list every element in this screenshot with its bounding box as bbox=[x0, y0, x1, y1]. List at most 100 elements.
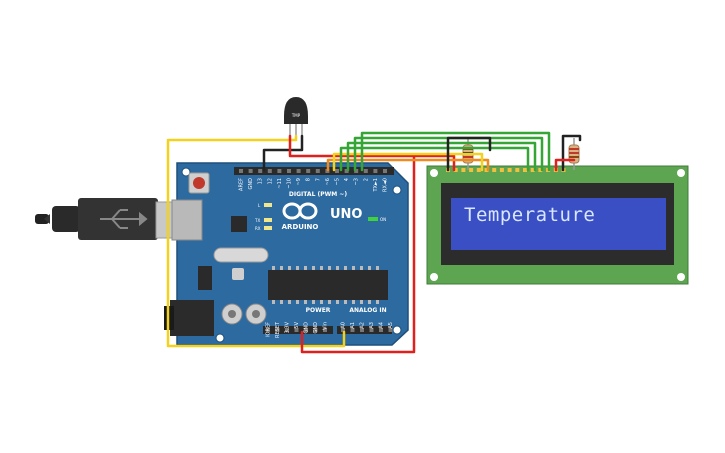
wire-green-d7 bbox=[360, 131, 551, 172]
digital-pin[interactable] bbox=[296, 169, 301, 173]
power-pin[interactable] bbox=[275, 328, 280, 332]
digital-pin-label: 13 bbox=[258, 178, 264, 184]
resistor-backlight[interactable] bbox=[568, 138, 580, 170]
power-label: POWER bbox=[306, 307, 331, 314]
analog-pin-label: A0 bbox=[341, 322, 347, 329]
wire-black-lcd-k bbox=[561, 134, 582, 172]
digital-pin[interactable] bbox=[373, 169, 378, 173]
power-pin[interactable] bbox=[285, 328, 289, 332]
l-label: L bbox=[258, 203, 261, 208]
tx-label: TX bbox=[254, 218, 260, 223]
lcd-16x2-module[interactable]: Temperature bbox=[426, 165, 689, 285]
wires bbox=[166, 131, 582, 354]
analog-pin[interactable] bbox=[369, 328, 374, 332]
power-pin[interactable] bbox=[266, 328, 270, 332]
digital-pin-label: 12 bbox=[267, 178, 273, 184]
lcd-pin[interactable] bbox=[476, 168, 481, 172]
digital-pin[interactable] bbox=[239, 169, 243, 173]
digital-pin[interactable] bbox=[248, 169, 253, 173]
lcd-display-text: Temperature bbox=[464, 204, 595, 226]
analog-pin-label: A4 bbox=[379, 322, 385, 329]
usb-icon bbox=[100, 209, 148, 229]
power-pin[interactable] bbox=[313, 328, 318, 332]
wire-green-d4 bbox=[339, 146, 530, 172]
lcd-pin[interactable] bbox=[484, 168, 489, 172]
logo-text: UNO bbox=[330, 207, 363, 222]
small-component bbox=[232, 268, 244, 280]
rx-label: RX bbox=[255, 226, 261, 231]
power-pin[interactable] bbox=[323, 328, 327, 332]
digital-pin[interactable] bbox=[363, 169, 368, 173]
digital-pin-label: TX►1 bbox=[373, 178, 379, 193]
wire-red-sensor-vcc bbox=[288, 134, 456, 172]
digital-pin[interactable] bbox=[383, 169, 387, 173]
lcd-pin[interactable] bbox=[523, 168, 527, 172]
lcd-pin[interactable] bbox=[461, 168, 466, 172]
analog-pin[interactable] bbox=[350, 328, 355, 332]
usb-cable-end bbox=[35, 214, 49, 224]
tmp-temperature-sensor[interactable]: TMP bbox=[284, 97, 308, 136]
analog-pin-label: A3 bbox=[369, 322, 375, 329]
digital-pin[interactable] bbox=[267, 169, 272, 173]
digital-pin[interactable] bbox=[344, 169, 349, 173]
digital-pin-label: AREF bbox=[239, 178, 245, 191]
analog-pin[interactable] bbox=[341, 328, 345, 332]
usb-chip bbox=[231, 216, 247, 232]
digital-pin[interactable] bbox=[277, 169, 282, 173]
usb-port bbox=[171, 199, 203, 241]
lcd-pin[interactable] bbox=[499, 168, 504, 172]
on-label: ON bbox=[380, 217, 386, 222]
digital-pin-label: ~5 bbox=[335, 178, 341, 185]
analog-header bbox=[337, 326, 392, 334]
brand-text: ARDUINO bbox=[282, 223, 319, 231]
digital-pin[interactable] bbox=[354, 169, 359, 173]
analog-pin[interactable] bbox=[360, 328, 364, 332]
arduino-logo-icon bbox=[282, 202, 318, 220]
digital-pin-label: ~9 bbox=[296, 178, 302, 185]
wire-red-lcd-a bbox=[554, 158, 576, 172]
digital-pin-label: 7 bbox=[315, 178, 321, 181]
digital-pin[interactable] bbox=[335, 169, 339, 173]
digital-label: DIGITAL (PWM ~) bbox=[289, 191, 347, 198]
power-pin-label: 3.3V bbox=[285, 321, 291, 333]
lcd-pin[interactable] bbox=[492, 168, 497, 172]
lcd-pin[interactable] bbox=[538, 168, 543, 172]
lcd-pin[interactable] bbox=[530, 168, 535, 172]
power-pin-label: 5V bbox=[294, 321, 300, 328]
lcd-pin[interactable] bbox=[507, 168, 512, 172]
digital-pin-label: ~3 bbox=[354, 178, 360, 185]
power-pin[interactable] bbox=[304, 328, 308, 332]
digital-pin-label: RX◄0 bbox=[383, 178, 389, 192]
wire-black-lcd-gnd bbox=[446, 136, 492, 172]
analog-pin[interactable] bbox=[388, 328, 393, 332]
analog-pin[interactable] bbox=[379, 328, 383, 332]
analog-pin-label: A5 bbox=[388, 322, 394, 329]
analog-pin-label: A1 bbox=[350, 322, 356, 329]
digital-pin-label: ~6 bbox=[325, 178, 331, 185]
tx-led bbox=[264, 218, 272, 222]
power-pin-label: GND bbox=[304, 322, 310, 334]
sensor-label: TMP bbox=[291, 113, 301, 118]
digital-pin-label: 8 bbox=[306, 178, 312, 181]
digital-pin[interactable] bbox=[287, 169, 291, 173]
power-pin-label: Vin bbox=[323, 322, 329, 330]
digital-pin[interactable] bbox=[306, 169, 311, 173]
lcd-pin[interactable] bbox=[515, 168, 520, 172]
lcd-pin[interactable] bbox=[469, 168, 474, 172]
lcd-pin[interactable] bbox=[453, 168, 458, 172]
digital-pin[interactable] bbox=[315, 169, 320, 173]
digital-pin[interactable] bbox=[258, 169, 263, 173]
power-pin[interactable] bbox=[294, 328, 299, 332]
digital-pin-label: 4 bbox=[344, 178, 350, 181]
digital-header bbox=[234, 167, 394, 175]
wire-red-power bbox=[300, 154, 416, 354]
usb-cable bbox=[35, 198, 185, 240]
digital-pin-label: 2 bbox=[363, 178, 369, 181]
power-jack bbox=[170, 300, 214, 336]
reset-button-cap[interactable] bbox=[193, 177, 205, 189]
